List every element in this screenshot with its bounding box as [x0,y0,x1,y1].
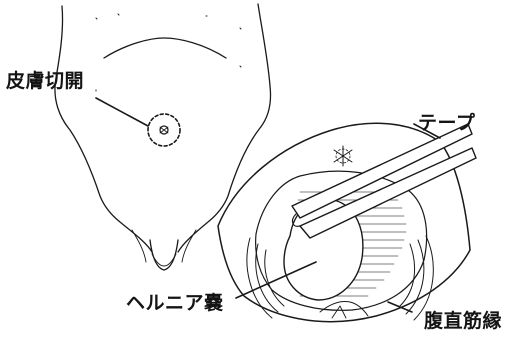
rib-line [104,38,226,58]
label-tape: テープ [418,108,475,135]
left-thigh [132,230,146,262]
groin-line [152,254,176,266]
label-rectus-edge: 腹直筋縁 [424,306,502,333]
skin-incision-leader [96,98,148,126]
crotch [150,240,178,270]
operative-field [218,123,476,321]
rectus-edge-left [247,238,284,318]
torso-figure [55,4,271,270]
torso-right-contour [178,4,271,252]
speckles [96,14,241,91]
label-hernia-sac: ヘルニア嚢 [126,288,224,315]
label-skin-incision: 皮膚切開 [6,66,84,93]
tape-strips [292,124,476,238]
umbilicus-star [160,127,168,133]
